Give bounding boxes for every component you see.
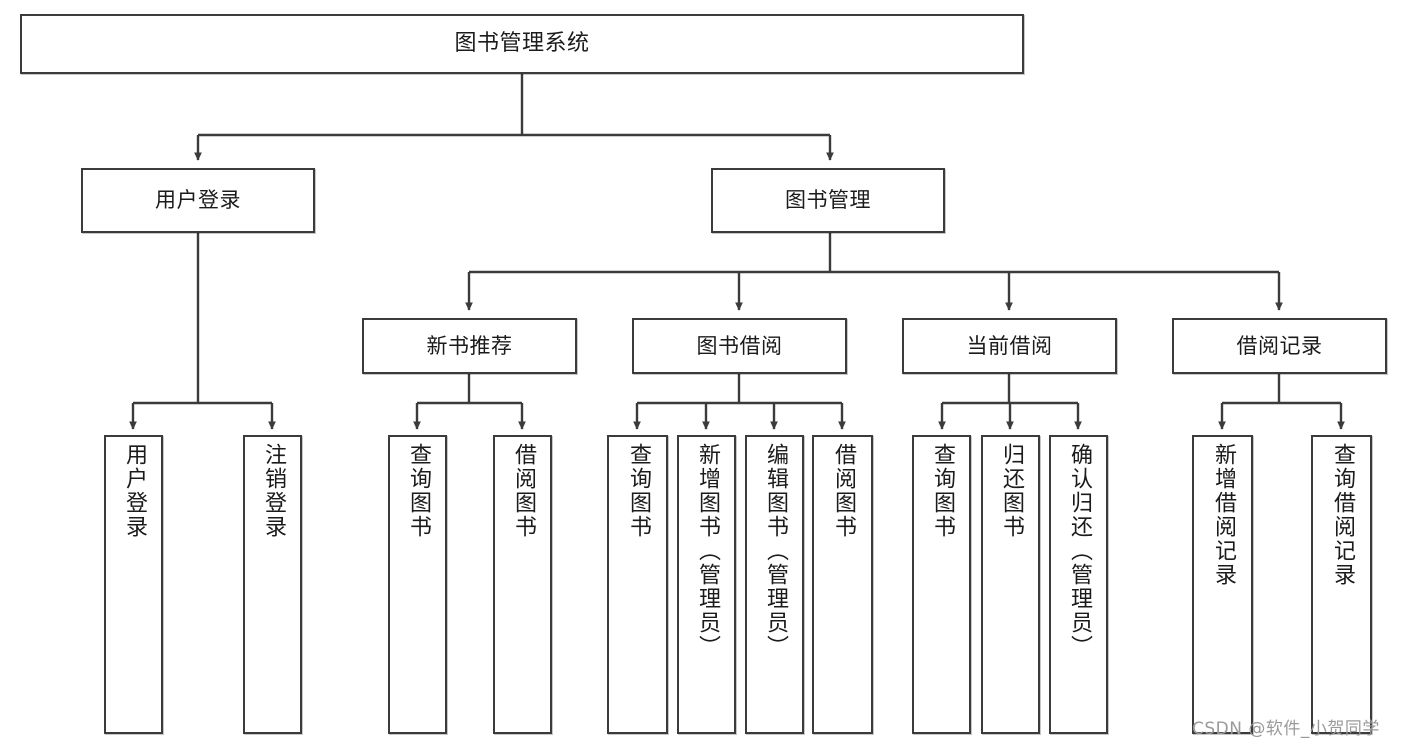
node-label: 借阅图书 — [830, 443, 856, 539]
node-leaf-query-book-current[interactable]: 查询图书 — [912, 435, 971, 734]
node-book-management[interactable]: 图书管理 — [711, 168, 945, 233]
node-leaf-edit-book-admin[interactable]: 编辑图书（管理员） — [745, 435, 804, 734]
node-leaf-query-book-borrow[interactable]: 查询图书 — [607, 435, 668, 734]
node-leaf-borrow-book-recommend[interactable]: 借阅图书 — [493, 435, 552, 734]
node-leaf-user-login[interactable]: 用户登录 — [104, 435, 163, 734]
node-label: 查询图书 — [405, 443, 431, 539]
node-label: 归还图书 — [998, 443, 1024, 539]
csdn-watermark: CSDN @软件_小贺同学 — [1192, 719, 1380, 739]
node-leaf-return-book[interactable]: 归还图书 — [981, 435, 1040, 734]
node-label: 注销登录 — [260, 443, 286, 539]
node-label: 查询图书 — [929, 443, 955, 539]
node-label: 当前借阅 — [966, 333, 1053, 358]
node-label: 新增借阅记录 — [1210, 443, 1236, 587]
node-user-login[interactable]: 用户登录 — [81, 168, 315, 233]
node-leaf-query-borrow-record[interactable]: 查询借阅记录 — [1311, 435, 1372, 734]
node-root-book-management-system[interactable]: 图书管理系统 — [20, 14, 1024, 74]
node-leaf-borrow-book[interactable]: 借阅图书 — [812, 435, 873, 734]
node-label: 借阅记录 — [1236, 333, 1323, 358]
node-label: 图书管理 — [785, 188, 871, 213]
node-current-borrow[interactable]: 当前借阅 — [902, 318, 1117, 374]
node-label: 新书推荐 — [426, 333, 513, 358]
node-leaf-query-book-recommend[interactable]: 查询图书 — [388, 435, 447, 734]
node-label: 用户登录 — [121, 443, 147, 539]
node-label: 编辑图书（管理员） — [762, 443, 788, 659]
node-label: 新增图书（管理员） — [694, 443, 720, 659]
node-label: 查询借阅记录 — [1329, 443, 1355, 587]
node-borrow-record[interactable]: 借阅记录 — [1172, 318, 1387, 374]
node-label: 借阅图书 — [510, 443, 536, 539]
node-label: 图书借阅 — [696, 333, 783, 358]
node-book-borrow[interactable]: 图书借阅 — [632, 318, 847, 374]
node-label: 用户登录 — [155, 188, 241, 213]
node-new-book-recommend[interactable]: 新书推荐 — [362, 318, 577, 374]
node-leaf-logout-login[interactable]: 注销登录 — [243, 435, 302, 734]
node-leaf-add-book-admin[interactable]: 新增图书（管理员） — [677, 435, 736, 734]
node-label: 确认归还（管理员） — [1066, 443, 1092, 659]
node-label: 图书管理系统 — [454, 31, 590, 57]
node-leaf-add-borrow-record[interactable]: 新增借阅记录 — [1192, 435, 1253, 734]
node-leaf-confirm-return-admin[interactable]: 确认归还（管理员） — [1049, 435, 1108, 734]
node-label: 查询图书 — [625, 443, 651, 539]
